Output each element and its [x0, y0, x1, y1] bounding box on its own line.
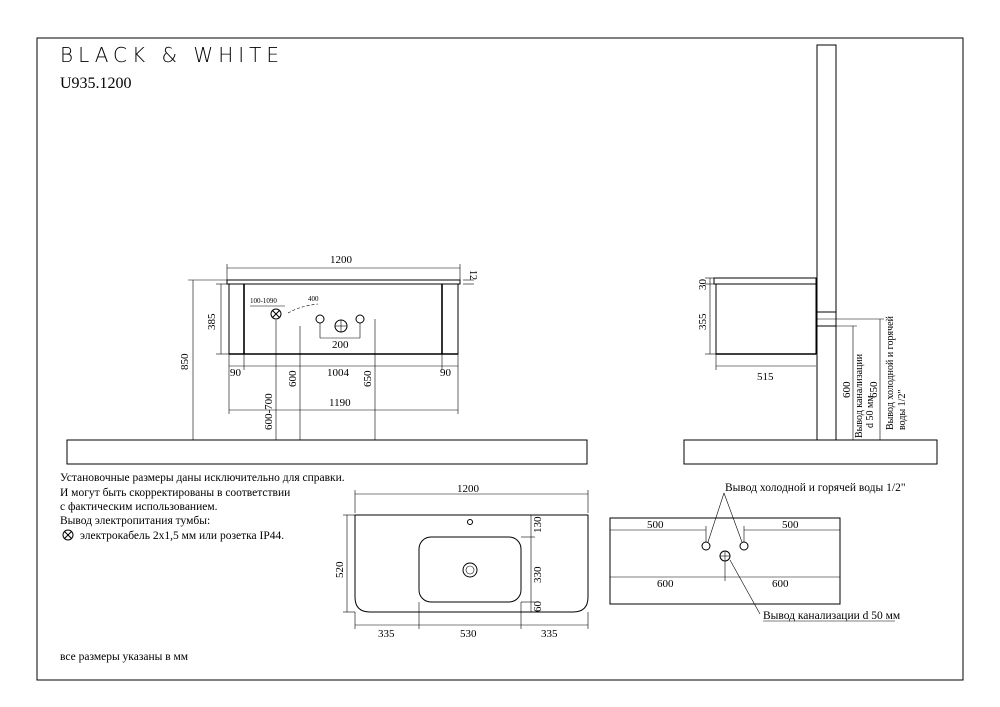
- dim-top-1200-label: 1200: [457, 483, 480, 495]
- basin-outline: [418, 536, 522, 603]
- note-line-1: Установочные размеры даны исключительно …: [60, 472, 345, 484]
- wall-view: Вывод холодной и горячей воды 1/2" 500 5…: [609, 482, 906, 622]
- drain-top: [462, 562, 478, 578]
- power-outlet-icon: [62, 529, 74, 541]
- dim-850-label: 850: [179, 353, 191, 370]
- water-outlet-right: [355, 314, 365, 324]
- countertop-front: [226, 279, 461, 285]
- dim-355-label: 355: [697, 313, 709, 330]
- wall-section: [816, 44, 837, 441]
- dim-335-left-label: 335: [378, 628, 395, 640]
- dim-600-700-label: 600-700: [263, 393, 275, 430]
- dim-600-label: 600: [287, 370, 299, 387]
- dim-side-650-label: 650: [868, 381, 880, 398]
- footer-note: все размеры указаны в мм: [60, 651, 189, 663]
- side-view: 30 355 515 600 Вывод канализации d 50 мм…: [683, 44, 938, 465]
- dim-130-label: 130: [532, 516, 544, 533]
- wall-water-label: Вывод холодной и горячей воды 1/2": [725, 482, 906, 494]
- note-line-2: И могут быть скорректированы в соответст…: [60, 487, 290, 499]
- brand-logo: BLACK & WHITE: [60, 43, 284, 67]
- dim-wall-500-right-label: 500: [782, 519, 799, 531]
- dim-520-label: 520: [334, 561, 346, 578]
- wall-water-left: [701, 541, 711, 551]
- dim-650-label: 650: [362, 370, 374, 387]
- dim-200-label: 200: [332, 339, 349, 351]
- water-outlet-left: [315, 314, 325, 324]
- installation-notes: Установочные размеры даны исключительно …: [60, 472, 345, 663]
- drain-side-label-2: d 50 мм: [865, 395, 876, 428]
- model-code: U935.1200: [60, 75, 132, 92]
- cabinet-side: [715, 283, 817, 355]
- dim-60-label: 60: [532, 601, 544, 613]
- range-100-1090-label: 100-1090: [250, 297, 277, 305]
- dim-12-label: 12: [467, 270, 478, 280]
- dim-530-label: 530: [460, 628, 477, 640]
- floor-front: [66, 439, 588, 465]
- countertop-top: [354, 514, 589, 613]
- countertop-side: [713, 277, 817, 285]
- dim-90-right-label: 90: [440, 367, 452, 379]
- dim-wall-500-left-label: 500: [647, 519, 664, 531]
- water-side-label-2: воды 1/2": [897, 389, 908, 430]
- top-view: 1200 520 130 330 60 335 530 335: [334, 483, 589, 640]
- dim-wall-600-right-label: 600: [772, 578, 789, 590]
- drain-side-label-1: Вывод канализации: [854, 353, 865, 438]
- front-view: 1200 12 385 850 200 100-1090 400: [66, 254, 588, 465]
- dim-335-right-label: 335: [541, 628, 558, 640]
- dim-30-label: 30: [697, 279, 709, 291]
- dim-1004-label: 1004: [327, 367, 350, 379]
- note-line-4: Вывод электропитания тумбы:: [60, 515, 210, 527]
- dim-515-label: 515: [757, 371, 774, 383]
- power-outlet-symbol: [270, 308, 282, 320]
- water-side-label-1: Вывод холодной и горячей: [885, 315, 896, 430]
- dim-1190-label: 1190: [329, 397, 351, 409]
- label-400: 400: [308, 295, 319, 303]
- dim-385-label: 385: [206, 313, 218, 330]
- wall-water-right: [739, 541, 749, 551]
- faucet-hole: [467, 519, 473, 525]
- wall-panel: [609, 517, 841, 605]
- wall-drain-label: Вывод канализации d 50 мм: [763, 610, 901, 622]
- note-line-3: с фактическим использованием.: [60, 501, 218, 513]
- note-line-5: электрокабель 2х1,5 мм или розетка IP44.: [80, 530, 284, 542]
- dim-wall-600-left-label: 600: [657, 578, 674, 590]
- dim-1200-label: 1200: [330, 254, 353, 266]
- sheet-frame: [36, 37, 964, 681]
- dim-330-label: 330: [532, 566, 544, 583]
- dim-side-600-label: 600: [841, 381, 853, 398]
- floor-side: [683, 439, 938, 465]
- dim-90-left-label: 90: [230, 367, 242, 379]
